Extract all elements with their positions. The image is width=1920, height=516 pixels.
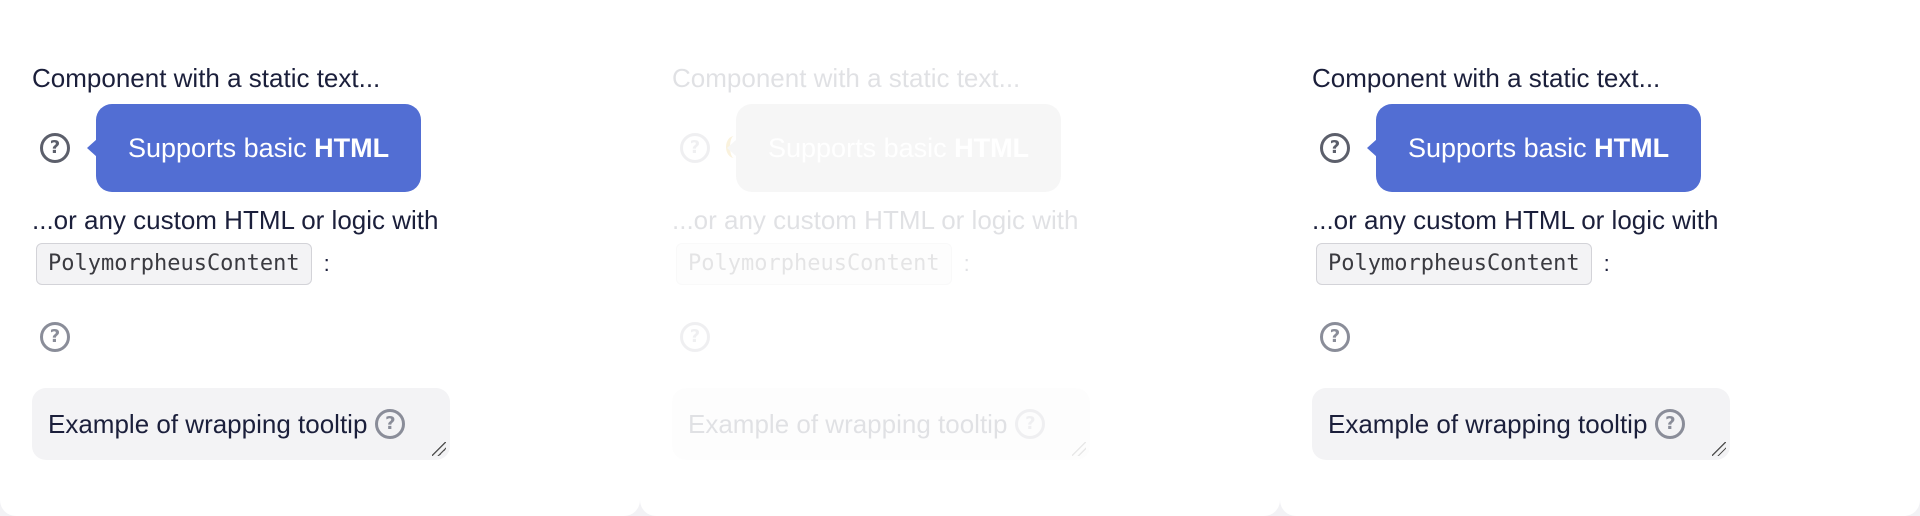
help-icon[interactable]: ? xyxy=(1015,409,1046,440)
panel-content: Component with a static text... ? Suppor… xyxy=(32,0,632,516)
custom-html-label: ...or any custom HTML or logic with xyxy=(32,205,439,235)
wrapping-textarea[interactable]: Example of wrapping tooltip? xyxy=(672,388,1090,460)
resize-grip-icon[interactable] xyxy=(1712,442,1726,456)
help-icon[interactable]: ? xyxy=(1320,322,1350,352)
textarea-text: Example of wrapping tooltip xyxy=(48,409,368,439)
code-polymorpheus: PolymorpheusContent xyxy=(676,243,952,285)
code-polymorpheus: PolymorpheusContent xyxy=(36,243,312,285)
textarea-text: Example of wrapping tooltip xyxy=(1328,409,1648,439)
help-icon[interactable]: ? xyxy=(680,322,710,352)
panel-dimmed: Component with a static text... ? Suppor… xyxy=(640,0,1280,516)
panel-light: Component with a static text... ? Suppor… xyxy=(1280,0,1920,516)
resize-grip-icon[interactable] xyxy=(1072,442,1086,456)
colon: : xyxy=(1603,251,1610,276)
tooltip-bubble: Supports basic HTML xyxy=(86,104,422,192)
tooltip-bubble: Supports basic HTML xyxy=(1366,104,1702,192)
tooltip-text: Supports basic xyxy=(128,133,315,163)
help-icon[interactable]: ? xyxy=(680,133,710,163)
help-icon[interactable]: ? xyxy=(40,322,70,352)
tooltip-bold-text: HTML xyxy=(314,133,390,163)
colon: : xyxy=(963,251,970,276)
colon: : xyxy=(323,251,330,276)
code-row: PolymorpheusContent: xyxy=(676,243,970,285)
panel-content: Component with a static text... ? Suppor… xyxy=(1312,0,1912,516)
textarea-text: Example of wrapping tooltip xyxy=(688,409,1008,439)
panel-content: Component with a static text... ? Suppor… xyxy=(672,0,1272,516)
panel-light: Component with a static text... ? Suppor… xyxy=(0,0,640,516)
resize-grip-icon[interactable] xyxy=(432,442,446,456)
custom-html-label: ...or any custom HTML or logic with xyxy=(1312,205,1719,235)
custom-html-label: ...or any custom HTML or logic with xyxy=(672,205,1079,235)
highlight-mark-icon xyxy=(726,136,742,158)
wrapping-textarea[interactable]: Example of wrapping tooltip? xyxy=(1312,388,1730,460)
wrapping-textarea[interactable]: Example of wrapping tooltip? xyxy=(32,388,450,460)
static-text-label: Component with a static text... xyxy=(672,63,1021,93)
help-icon[interactable]: ? xyxy=(1655,409,1686,440)
code-row: PolymorpheusContent: xyxy=(36,243,330,285)
code-row: PolymorpheusContent: xyxy=(1316,243,1610,285)
static-text-label: Component with a static text... xyxy=(32,63,381,93)
help-icon[interactable]: ? xyxy=(375,409,406,440)
tooltip-bold-text: HTML xyxy=(954,133,1030,163)
tooltip-text: Supports basic xyxy=(768,133,955,163)
tooltip-bubble: Supports basic HTML xyxy=(726,104,1062,192)
tooltip-bold-text: HTML xyxy=(1594,133,1670,163)
tooltip-text: Supports basic xyxy=(1408,133,1595,163)
help-icon[interactable]: ? xyxy=(40,133,70,163)
static-text-label: Component with a static text... xyxy=(1312,63,1661,93)
help-icon[interactable]: ? xyxy=(1320,133,1350,163)
code-polymorpheus: PolymorpheusContent xyxy=(1316,243,1592,285)
